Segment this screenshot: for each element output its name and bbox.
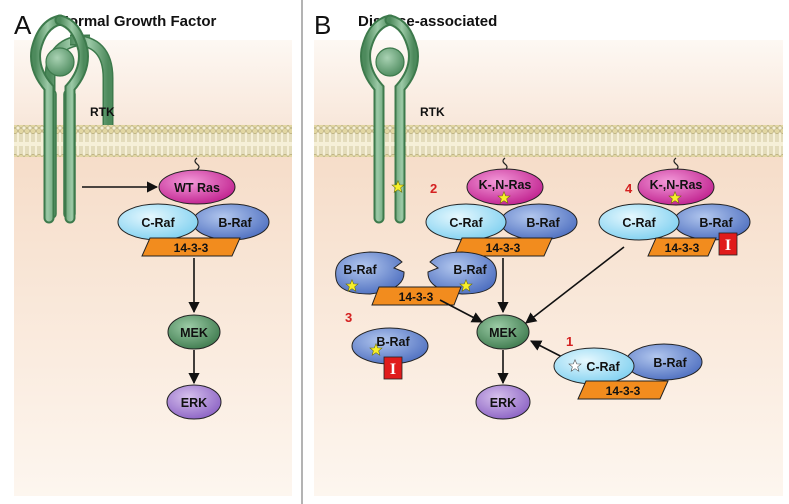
panel-a-letter: A <box>14 10 32 40</box>
craf-label-1: C-Raf <box>586 360 620 374</box>
braf-single-label-3: B-Raf <box>376 335 410 349</box>
braf-dimer-left-label: B-Raf <box>343 263 377 277</box>
panel-a-title: Normal Growth Factor <box>58 13 217 30</box>
craf-label-2: C-Raf <box>449 216 483 230</box>
braf-label-1: B-Raf <box>653 356 687 370</box>
mek-b <box>476 314 530 350</box>
inhibitor-label-4: I <box>725 237 731 254</box>
braf-dimer-right-label: B-Raf <box>453 263 487 277</box>
growth-factor-ligand-a <box>45 47 75 77</box>
scenario-2-number: 2 <box>430 181 437 196</box>
kn-ras-4 <box>637 168 715 206</box>
erk-label-b: ERK <box>490 396 516 410</box>
growth-factor-ligand-b <box>375 47 405 77</box>
panel-b-letter: B <box>314 10 331 40</box>
braf-label-4: B-Raf <box>699 216 733 230</box>
scaffold-label-a: 14-3-3 <box>174 241 209 255</box>
erk-a <box>166 384 222 420</box>
scaffold-14-3-3-2 <box>453 237 553 257</box>
arrow-scenario-4-to-mek <box>525 246 625 324</box>
arrow-scenario-3-to-mek <box>439 299 483 323</box>
scaffold-label-3: 14-3-3 <box>399 290 434 304</box>
mek-label-a: MEK <box>180 326 208 340</box>
mek-a <box>167 314 221 350</box>
membrane-b <box>314 125 783 157</box>
inhibitor-box-4 <box>718 232 738 256</box>
rtk-label-a: RTK <box>90 105 115 119</box>
kn-ras-label-2: K-,N-Ras <box>479 178 532 192</box>
erk-label-a: ERK <box>181 396 207 410</box>
craf-label-a: C-Raf <box>141 216 175 230</box>
kn-ras-2 <box>466 168 544 206</box>
wt-ras-label: WT Ras <box>174 181 220 195</box>
scaffold-14-3-3-a <box>141 237 241 257</box>
craf-label-4: C-Raf <box>622 216 656 230</box>
braf-dimer-right <box>427 251 497 295</box>
scenario-1-number: 1 <box>566 334 573 349</box>
rtk-receptor-b <box>360 14 419 224</box>
inhibitor-box-3 <box>383 356 403 380</box>
scaffold-14-3-3-4 <box>647 237 717 257</box>
scenario-3-number: 3 <box>345 310 352 325</box>
scaffold-label-2: 14-3-3 <box>486 241 521 255</box>
erk-b <box>475 384 531 420</box>
braf-label-a: B-Raf <box>218 216 252 230</box>
scaffold-label-4: 14-3-3 <box>665 241 700 255</box>
rtk-receptor-a-shape <box>30 14 89 224</box>
scaffold-14-3-3-1 <box>577 380 669 400</box>
wt-ras <box>158 169 236 205</box>
scenario-4-number: 4 <box>625 181 633 196</box>
rtk-label-b: RTK <box>420 105 445 119</box>
braf-label-2: B-Raf <box>526 216 560 230</box>
membrane-a <box>14 125 292 157</box>
inhibitor-label-3: I <box>390 361 396 378</box>
craf-4 <box>598 203 680 241</box>
scaffold-14-3-3-3 <box>371 286 462 306</box>
mek-label-b: MEK <box>489 326 517 340</box>
kn-ras-label-4: K-,N-Ras <box>650 178 703 192</box>
scaffold-label-1: 14-3-3 <box>606 384 641 398</box>
